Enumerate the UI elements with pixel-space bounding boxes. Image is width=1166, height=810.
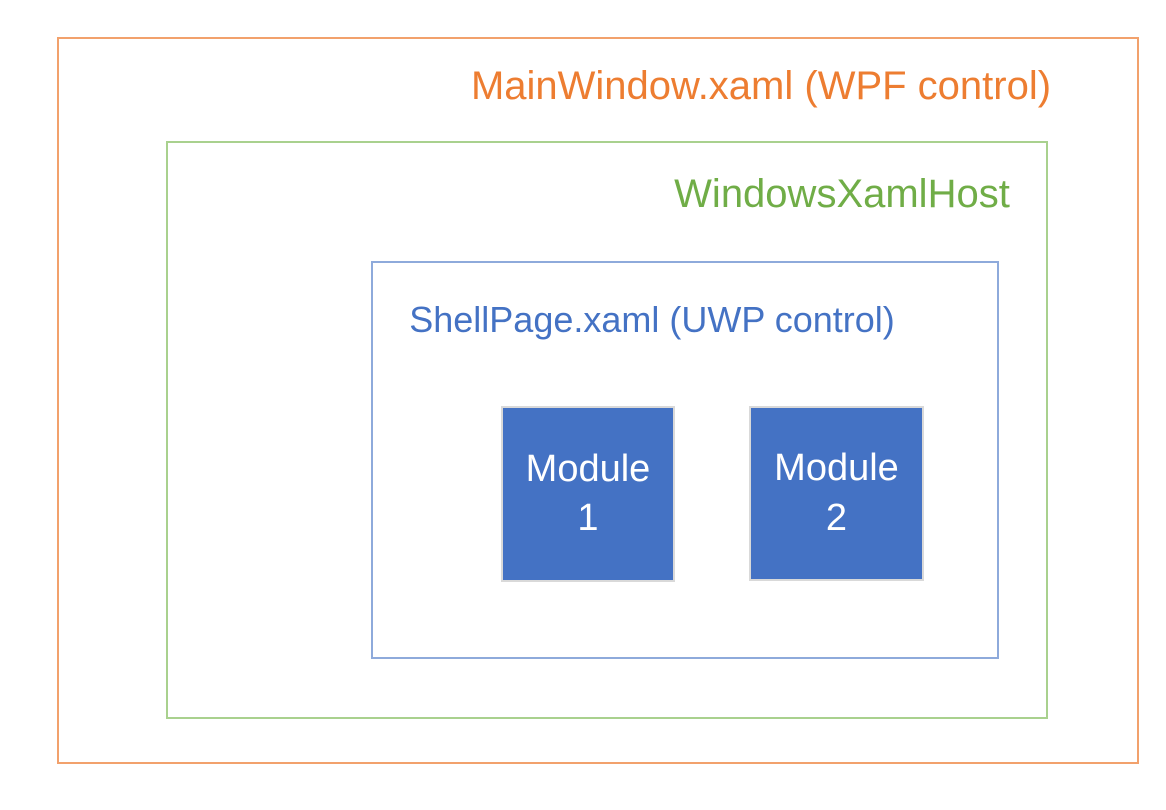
main-window-box [57,37,1139,764]
module-2-box: Module 2 [749,406,924,581]
xaml-host-label: WindowsXamlHost [674,172,1010,216]
module-2-label: Module 2 [774,447,899,539]
main-window-label: MainWindow.xaml (WPF control) [470,64,1052,108]
shell-page-box [371,261,999,659]
module-1-label: Module 1 [525,447,651,539]
xaml-host-box [166,141,1048,719]
module-1-box: Module 1 [501,406,675,582]
shell-page-label: ShellPage.xaml (UWP control) [409,299,895,340]
